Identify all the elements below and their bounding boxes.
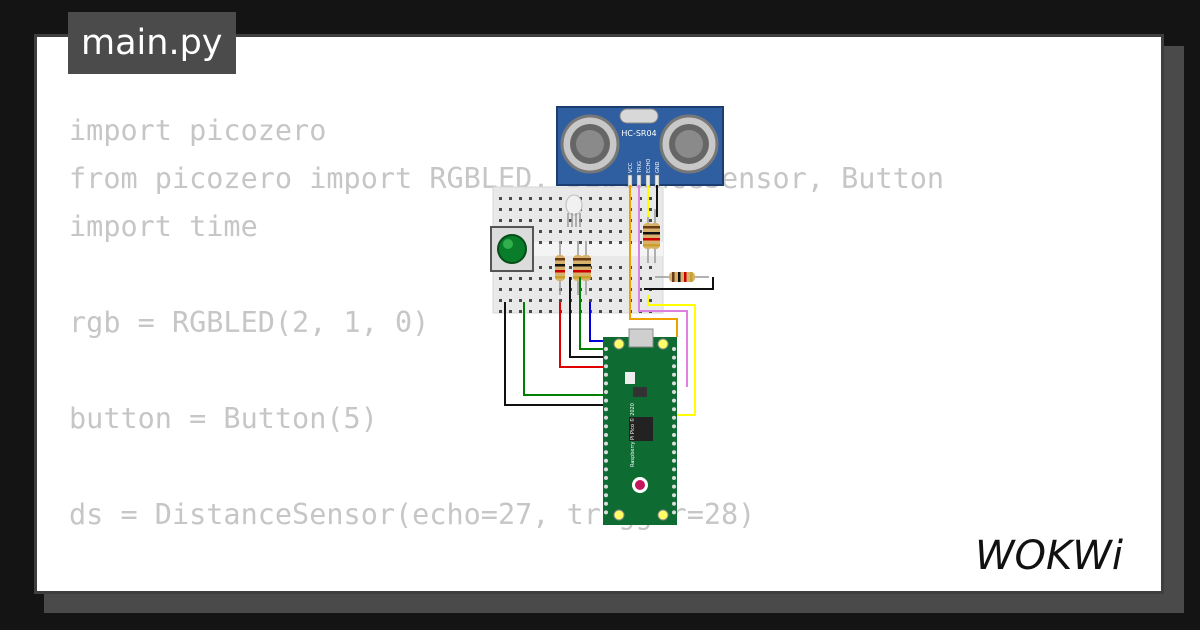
wires xyxy=(504,185,714,416)
wire-red xyxy=(559,302,607,368)
code-line: ds = DistanceSensor(echo=27, trigger=28) xyxy=(69,498,756,531)
wire-green xyxy=(579,277,607,350)
resistor-group xyxy=(555,209,709,295)
sensor-pin-label: ECHO xyxy=(646,159,652,173)
code-line: rgb = RGBLED(2, 1, 0) xyxy=(69,306,430,339)
resistor xyxy=(650,209,660,263)
pico-board: Raspberry Pi Pico © 2020 xyxy=(603,328,677,525)
code-line: button = Button(5) xyxy=(69,402,378,435)
wire-violet xyxy=(638,185,688,387)
file-tab[interactable]: main.py xyxy=(68,12,236,74)
wire-black xyxy=(569,277,607,358)
resistor xyxy=(581,241,591,295)
sensor-pin-label: VCC xyxy=(628,162,634,173)
sensor-pin-label: GND xyxy=(655,161,661,173)
wire-orange xyxy=(629,185,678,337)
code-line: import time xyxy=(69,210,258,243)
push-button[interactable] xyxy=(490,226,534,272)
wire-green xyxy=(523,302,607,396)
rgb-led xyxy=(565,194,583,227)
wire-black xyxy=(644,185,714,290)
wire-black xyxy=(504,302,607,406)
sensor-label: HC-SR04 xyxy=(621,129,656,138)
resistor xyxy=(655,272,709,282)
code-line: import picozero xyxy=(69,114,327,147)
resistor xyxy=(555,241,565,295)
board-label: Raspberry Pi Pico © 2020 xyxy=(629,403,636,467)
wire-blue xyxy=(589,302,607,342)
preview-card: import picozero from picozero import RGB… xyxy=(34,34,1164,594)
resistor xyxy=(573,241,583,295)
sensor-pin-label: TRIG xyxy=(637,161,643,174)
wokwi-logo: WOKWi xyxy=(975,533,1123,579)
wire-yellow xyxy=(647,185,696,416)
logo-text: WOKWi xyxy=(975,533,1123,579)
